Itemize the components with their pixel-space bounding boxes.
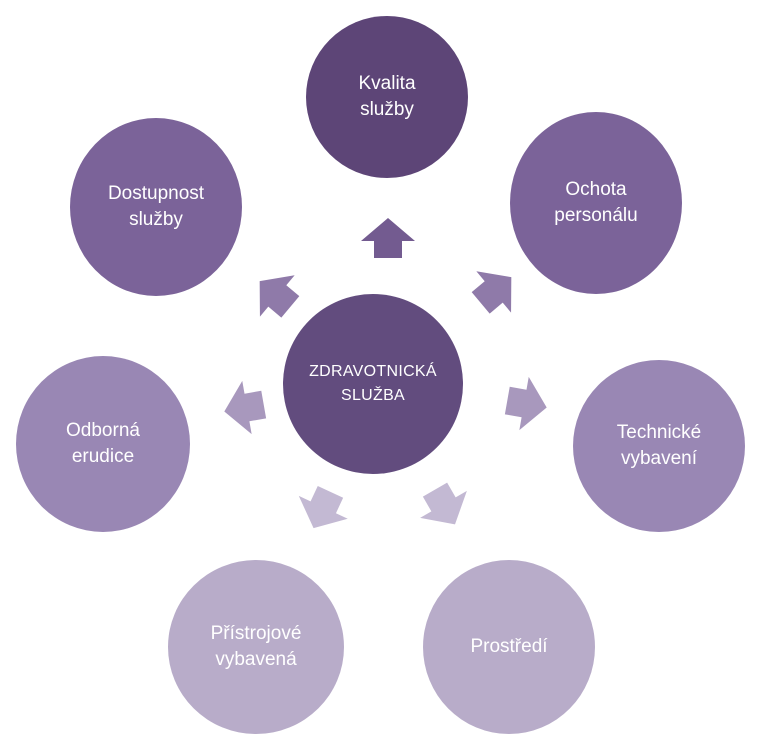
arrow-ochota [471, 271, 512, 314]
node-kvalita-sluzby: Kvalita služby [306, 16, 468, 178]
arrow-prostredi [420, 482, 467, 525]
node-dostupnost-sluzby: Dostupnost služby [70, 118, 242, 296]
node-pristrojove-vybavena: Přístrojové vybavená [168, 560, 344, 734]
arrow-technicke [504, 376, 547, 431]
node-label: Technické vybavení [616, 422, 702, 469]
node-technicke-vybaveni: Technické vybavení [573, 360, 745, 532]
node-label: Kvalita služby [358, 73, 416, 120]
node-label: Prostředí [470, 636, 548, 657]
arrow-pristrojove [298, 485, 348, 529]
arrow-odborna [224, 380, 267, 435]
node-label: Dostupnost služby [107, 183, 205, 230]
node-prostredi: Prostředí [423, 560, 595, 734]
center-label: ZDRAVOTNICKÁ SLUŽBA [309, 363, 437, 404]
arrow-kvalita [361, 218, 415, 258]
node-odborna-erudice: Odborná erudice [16, 356, 190, 532]
node-label: Ochota personálu [554, 179, 638, 226]
node-ochota-personalu: Ochota personálu [510, 112, 682, 294]
node-label: Odborná erudice [66, 420, 140, 467]
node-label: Přístrojové vybavená [210, 623, 302, 670]
arrow-dostupnost [259, 275, 300, 318]
center-node-zdravotnicka-sluzba: ZDRAVOTNICKÁ SLUŽBA [283, 294, 463, 474]
